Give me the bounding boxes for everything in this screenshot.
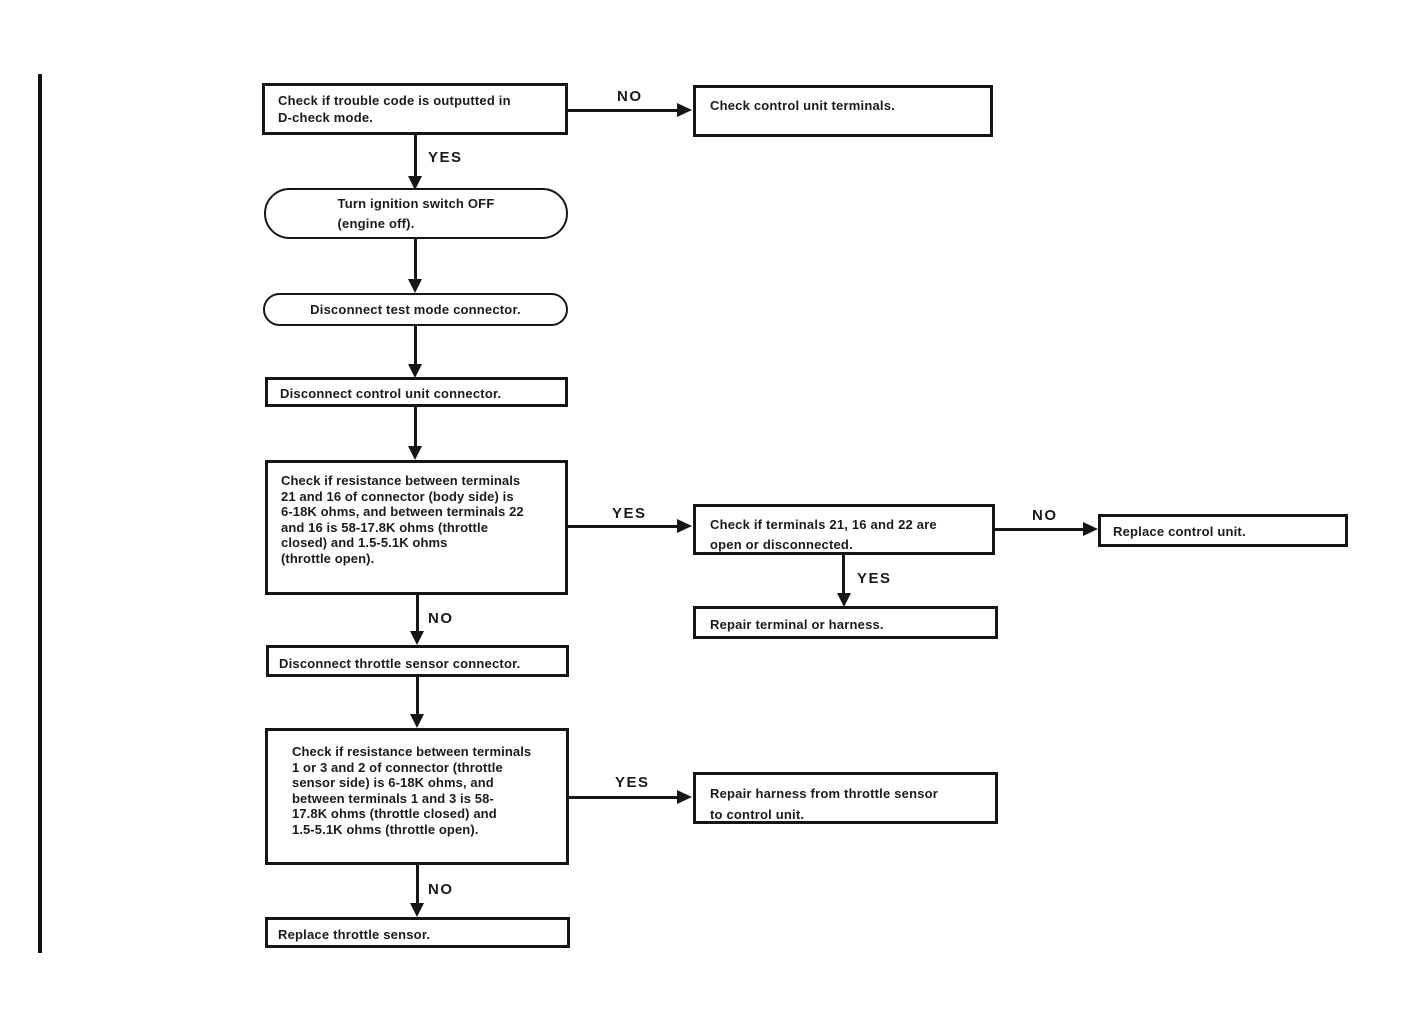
node-check-resistance-throttle-side-text: Check if resistance between terminals 1 … bbox=[292, 744, 532, 837]
arrow-down-icon bbox=[408, 446, 422, 460]
connector-yes-to-ignition-off bbox=[414, 135, 417, 179]
arrow-down-icon bbox=[408, 279, 422, 293]
arrow-right-icon bbox=[1083, 522, 1098, 536]
edge-label-yes-4: YES bbox=[615, 774, 650, 791]
connector-testmode-to-cuconnector bbox=[414, 326, 417, 366]
edge-label-no-2: NO bbox=[1032, 507, 1058, 524]
connector-no-to-replace-cu bbox=[995, 528, 1085, 531]
arrow-right-icon bbox=[677, 790, 692, 804]
connector-no-to-check-terminals bbox=[567, 109, 679, 112]
arrow-down-icon bbox=[837, 593, 851, 607]
node-repair-terminal-or-harness-text: Repair terminal or harness. bbox=[710, 617, 884, 632]
node-repair-harness-throttle-to-cu: Repair harness from throttle sensor to c… bbox=[693, 772, 998, 824]
node-replace-control-unit-text: Replace control unit. bbox=[1113, 524, 1246, 539]
arrow-down-icon bbox=[410, 903, 424, 917]
edge-label-yes-2: YES bbox=[612, 505, 647, 522]
arrow-down-icon bbox=[408, 364, 422, 378]
node-turn-ignition-off-text: Turn ignition switch OFF (engine off). bbox=[337, 195, 495, 231]
arrow-down-icon bbox=[410, 631, 424, 645]
arrow-right-icon bbox=[677, 103, 692, 117]
node-repair-harness-throttle-to-cu-text: Repair harness from throttle sensor to c… bbox=[710, 786, 939, 822]
node-repair-terminal-or-harness: Repair terminal or harness. bbox=[693, 606, 998, 639]
arrow-right-icon bbox=[677, 519, 692, 533]
node-check-terminals-open: Check if terminals 21, 16 and 22 are ope… bbox=[693, 504, 995, 555]
edge-label-no-4: NO bbox=[428, 881, 454, 898]
node-replace-throttle-sensor-text: Replace throttle sensor. bbox=[278, 927, 431, 942]
node-check-resistance-throttle-side: Check if resistance between terminals 1 … bbox=[265, 728, 569, 865]
node-check-trouble-code: Check if trouble code is outputted in D-… bbox=[262, 83, 568, 135]
node-disconnect-control-unit-connector: Disconnect control unit connector. bbox=[265, 377, 568, 407]
node-replace-control-unit: Replace control unit. bbox=[1098, 514, 1348, 547]
node-turn-ignition-off: Turn ignition switch OFF (engine off). bbox=[264, 188, 568, 239]
node-check-trouble-code-text: Check if trouble code is outputted in D-… bbox=[278, 93, 511, 125]
arrow-down-icon bbox=[408, 176, 422, 190]
edge-label-yes-1: YES bbox=[428, 149, 463, 166]
node-check-terminals-open-text: Check if terminals 21, 16 and 22 are ope… bbox=[710, 517, 937, 552]
edge-label-no-1: NO bbox=[617, 88, 643, 105]
arrow-down-icon bbox=[410, 714, 424, 728]
page-margin-rule bbox=[38, 74, 42, 953]
node-disconnect-control-unit-connector-text: Disconnect control unit connector. bbox=[280, 386, 502, 401]
connector-throttle-to-resistance bbox=[416, 677, 419, 716]
edge-label-yes-3: YES bbox=[857, 570, 892, 587]
connector-yes-to-repair-harness bbox=[569, 796, 679, 799]
connector-no-to-disconnect-throttle bbox=[416, 595, 419, 633]
connector-yes-to-repair-terminal bbox=[842, 555, 845, 595]
node-check-control-unit-terminals-text: Check control unit terminals. bbox=[710, 98, 895, 113]
connector-ignition-to-testmode bbox=[414, 239, 417, 281]
node-replace-throttle-sensor: Replace throttle sensor. bbox=[265, 917, 570, 948]
node-check-resistance-body-side-text: Check if resistance between terminals 21… bbox=[281, 473, 524, 566]
connector-yes-to-terminals-open bbox=[567, 525, 679, 528]
node-disconnect-throttle-sensor-connector-text: Disconnect throttle sensor connector. bbox=[279, 656, 521, 671]
node-disconnect-test-mode: Disconnect test mode connector. bbox=[263, 293, 568, 326]
edge-label-no-3: NO bbox=[428, 610, 454, 627]
node-check-resistance-body-side: Check if resistance between terminals 21… bbox=[265, 460, 568, 595]
node-check-control-unit-terminals: Check control unit terminals. bbox=[693, 85, 993, 137]
node-disconnect-throttle-sensor-connector: Disconnect throttle sensor connector. bbox=[266, 645, 569, 677]
connector-cuconnector-to-resistance bbox=[414, 407, 417, 448]
node-disconnect-test-mode-text: Disconnect test mode connector. bbox=[310, 302, 521, 317]
connector-no-to-replace-sensor bbox=[416, 865, 419, 905]
